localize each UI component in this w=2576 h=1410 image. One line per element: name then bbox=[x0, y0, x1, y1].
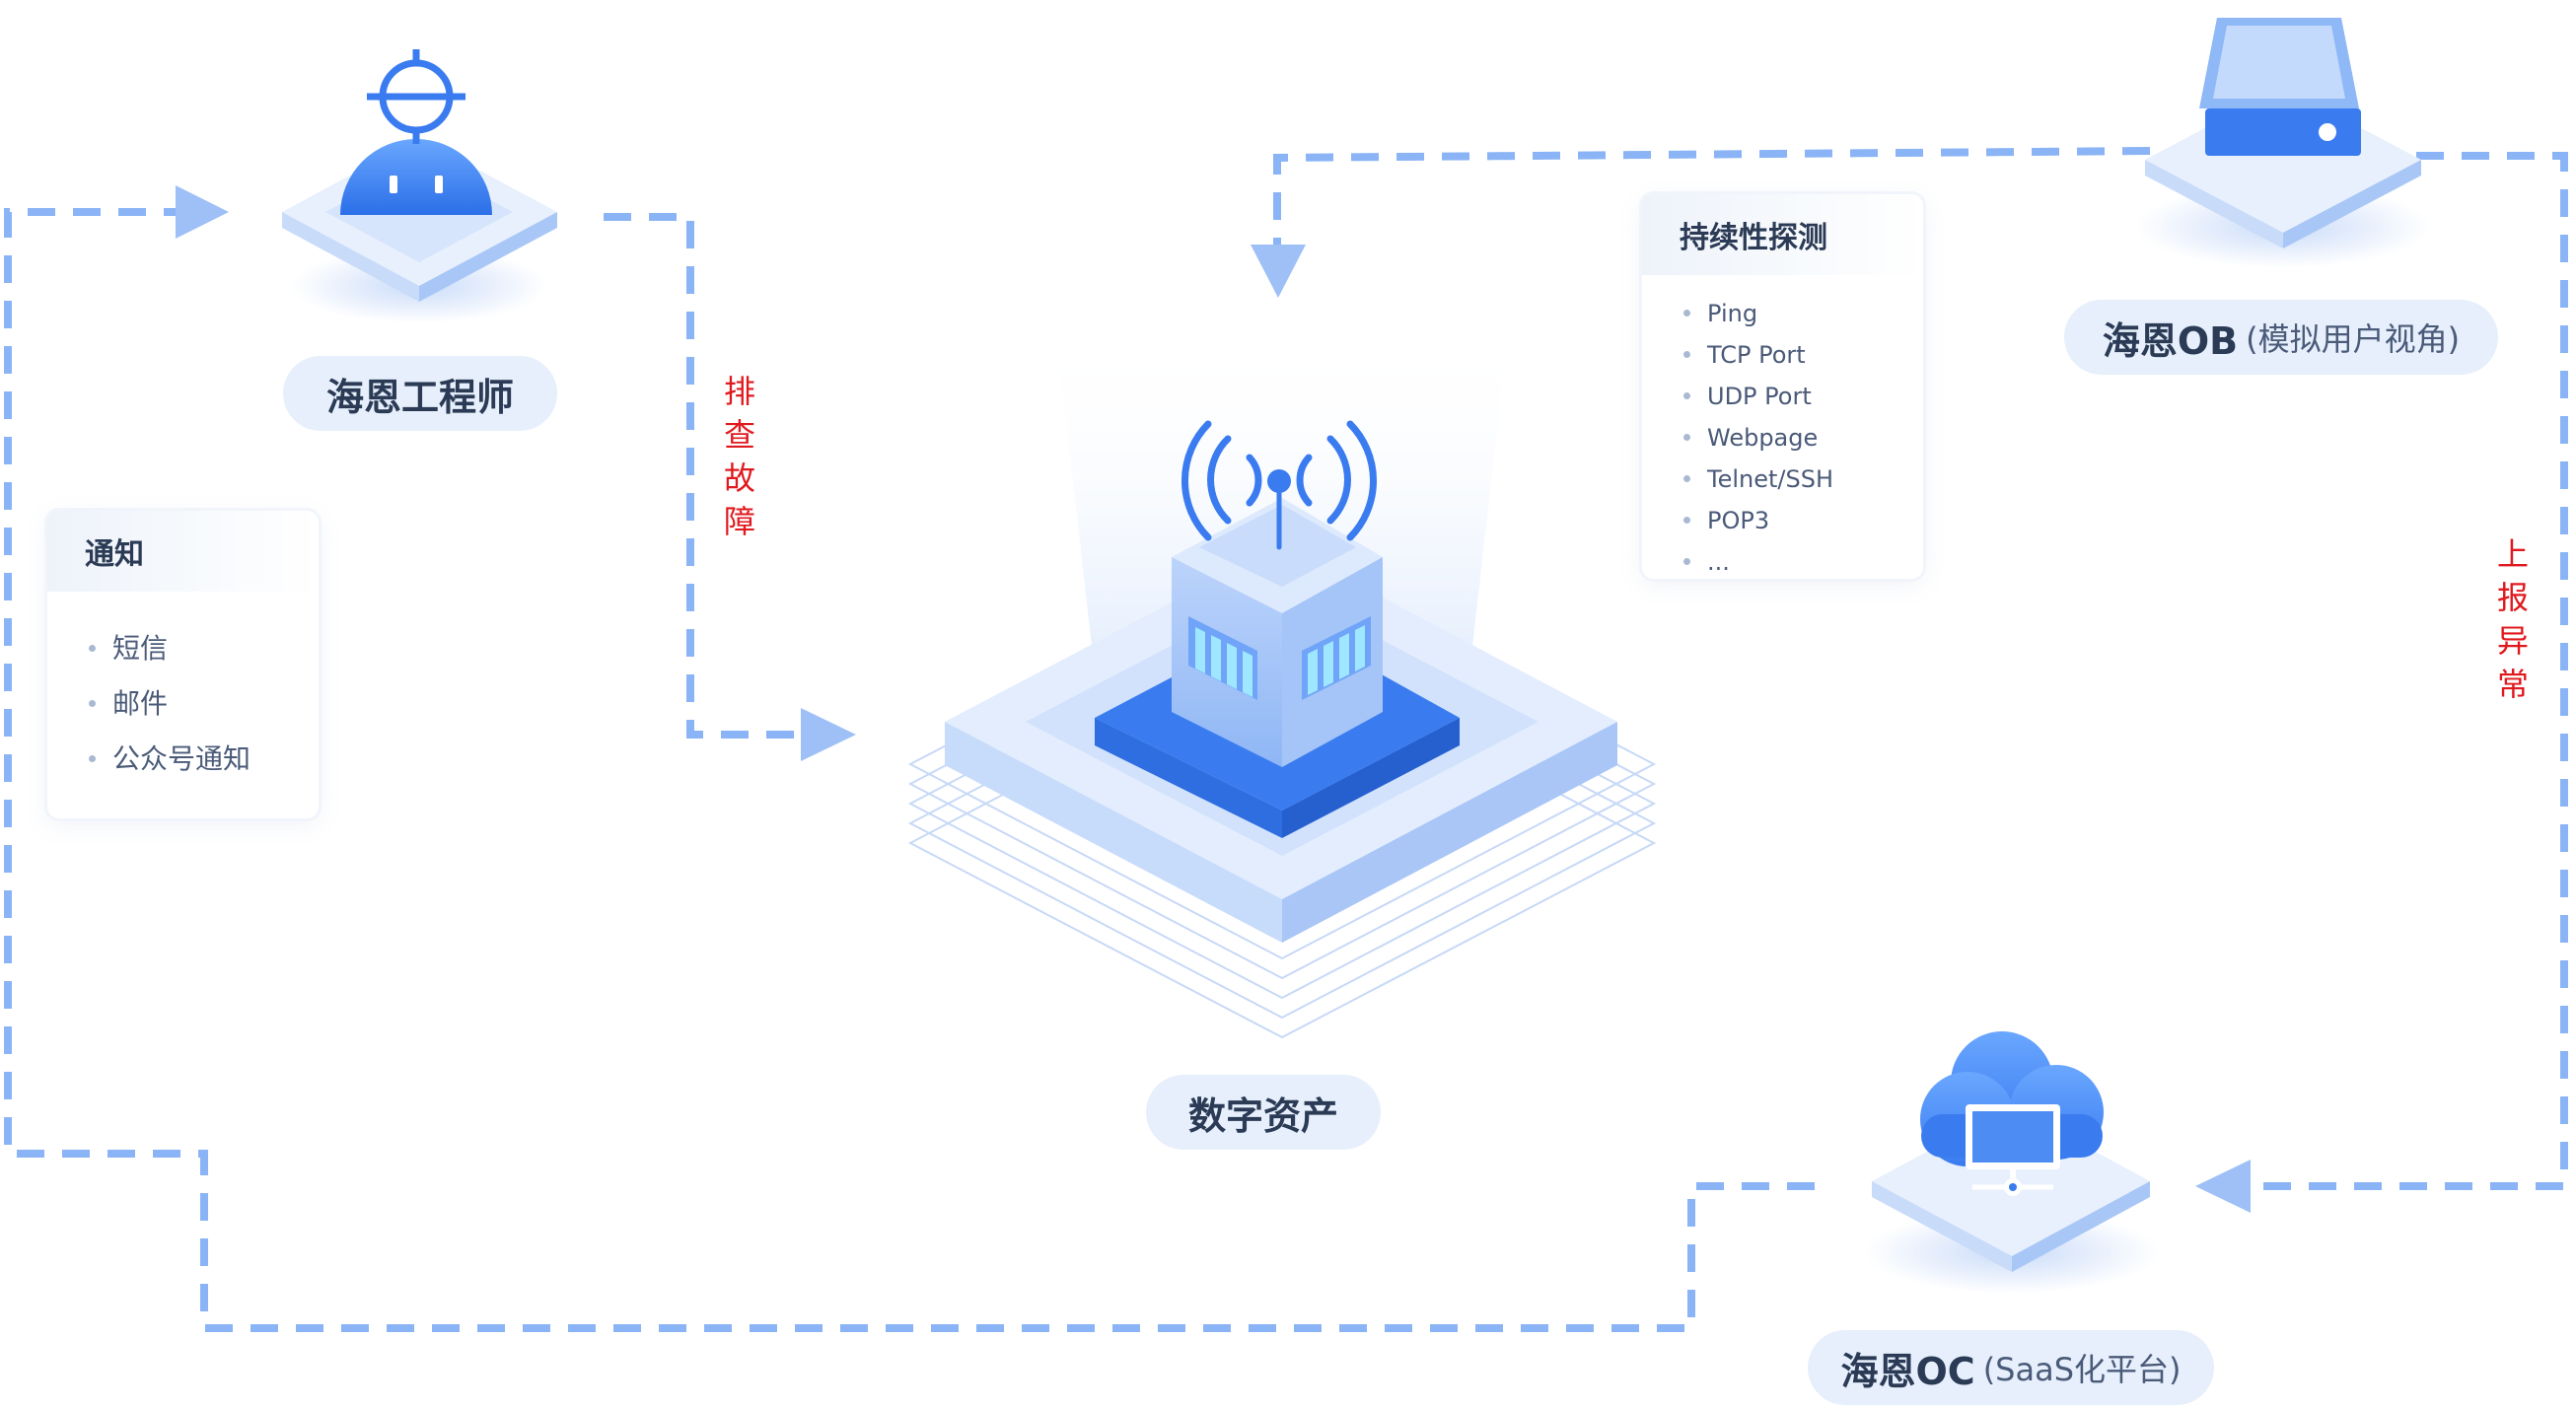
arrow-right-icon bbox=[176, 185, 229, 239]
list-item: POP3 bbox=[1683, 500, 1923, 541]
probe-title: 持续性探测 bbox=[1642, 194, 1923, 275]
cloud-monitor-icon bbox=[1920, 1031, 2104, 1196]
arrow-left-icon bbox=[2195, 1160, 2251, 1213]
arrow-down-icon bbox=[1251, 245, 1306, 298]
flow-lines bbox=[4, 147, 2568, 1332]
list-item: 短信 bbox=[89, 621, 319, 676]
ob-label: 海恩OB (模拟用户视角) bbox=[2064, 300, 2498, 375]
ob-node bbox=[2135, 18, 2431, 268]
notify-list: 短信 邮件 公众号通知 bbox=[47, 592, 319, 787]
probe-card: 持续性探测 Ping TCP Port UDP Port Webpage Tel… bbox=[1642, 194, 1923, 579]
oc-node bbox=[1864, 1031, 2160, 1294]
asset-label: 数字资产 bbox=[1146, 1075, 1381, 1150]
oc-name: 海恩OC bbox=[1840, 1349, 1975, 1393]
engineer-icon bbox=[340, 49, 492, 215]
edge-engineer-to-asset bbox=[604, 213, 807, 739]
list-item: ... bbox=[1683, 541, 1923, 583]
notify-card: 通知 短信 邮件 公众号通知 bbox=[47, 511, 319, 818]
list-item: UDP Port bbox=[1683, 376, 1923, 417]
asset-node bbox=[907, 325, 1657, 1039]
ob-name: 海恩OB bbox=[2102, 318, 2239, 363]
edge-ob-to-asset bbox=[1273, 147, 2151, 261]
server-icon bbox=[2199, 18, 2361, 156]
oc-label: 海恩OC (SaaS化平台) bbox=[1808, 1330, 2214, 1405]
engineer-node bbox=[282, 49, 557, 323]
radio-antenna-icon bbox=[1181, 420, 1377, 550]
oc-note: (SaaS化平台) bbox=[1982, 1351, 2182, 1388]
engineer-label: 海恩工程师 bbox=[283, 356, 557, 431]
edge-label-troubleshoot: 排查故障 bbox=[723, 373, 755, 540]
list-item: 公众号通知 bbox=[89, 732, 319, 787]
arrow-right-icon bbox=[801, 708, 856, 761]
list-item: TCP Port bbox=[1683, 334, 1923, 376]
list-item: Webpage bbox=[1683, 417, 1923, 458]
notify-title: 通知 bbox=[47, 511, 319, 592]
list-item: 邮件 bbox=[89, 676, 319, 732]
asset-name: 数字资产 bbox=[1187, 1093, 1338, 1138]
list-item: Telnet/SSH bbox=[1683, 458, 1923, 500]
edge-oc-to-engineer bbox=[4, 208, 1815, 1332]
edge-label-report: 上报异常 bbox=[2496, 535, 2529, 703]
list-item: Ping bbox=[1683, 293, 1923, 334]
edge-ob-to-oc bbox=[2244, 152, 2568, 1190]
engineer-name: 海恩工程师 bbox=[325, 375, 514, 419]
ob-note: (模拟用户视角) bbox=[2246, 320, 2461, 358]
probe-list: Ping TCP Port UDP Port Webpage Telnet/SS… bbox=[1642, 275, 1923, 583]
